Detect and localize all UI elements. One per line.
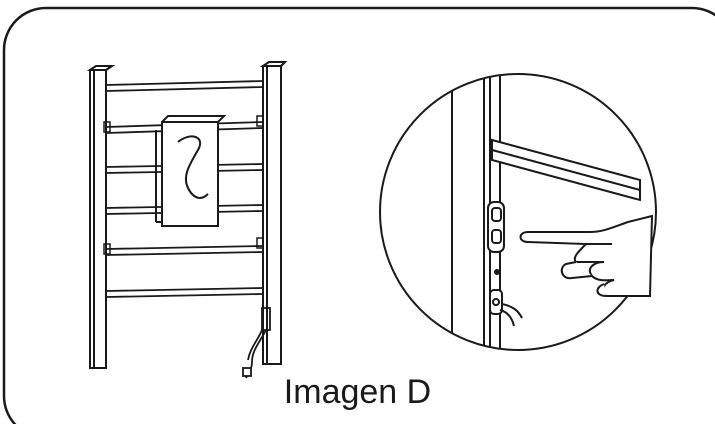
- towel: [155, 115, 227, 227]
- panel-border: [2, 6, 715, 424]
- rack-brackets: [103, 115, 264, 255]
- rack-left-post: [86, 65, 116, 369]
- detail-circle: [379, 73, 657, 351]
- rack-right-post: [259, 61, 288, 365]
- towel-rack-illustration: [86, 61, 288, 379]
- mount-detail-illustration: [379, 73, 657, 351]
- figure-caption: Imagen D: [283, 373, 432, 411]
- pointing-hand: [519, 214, 654, 297]
- power-cord: [242, 307, 271, 379]
